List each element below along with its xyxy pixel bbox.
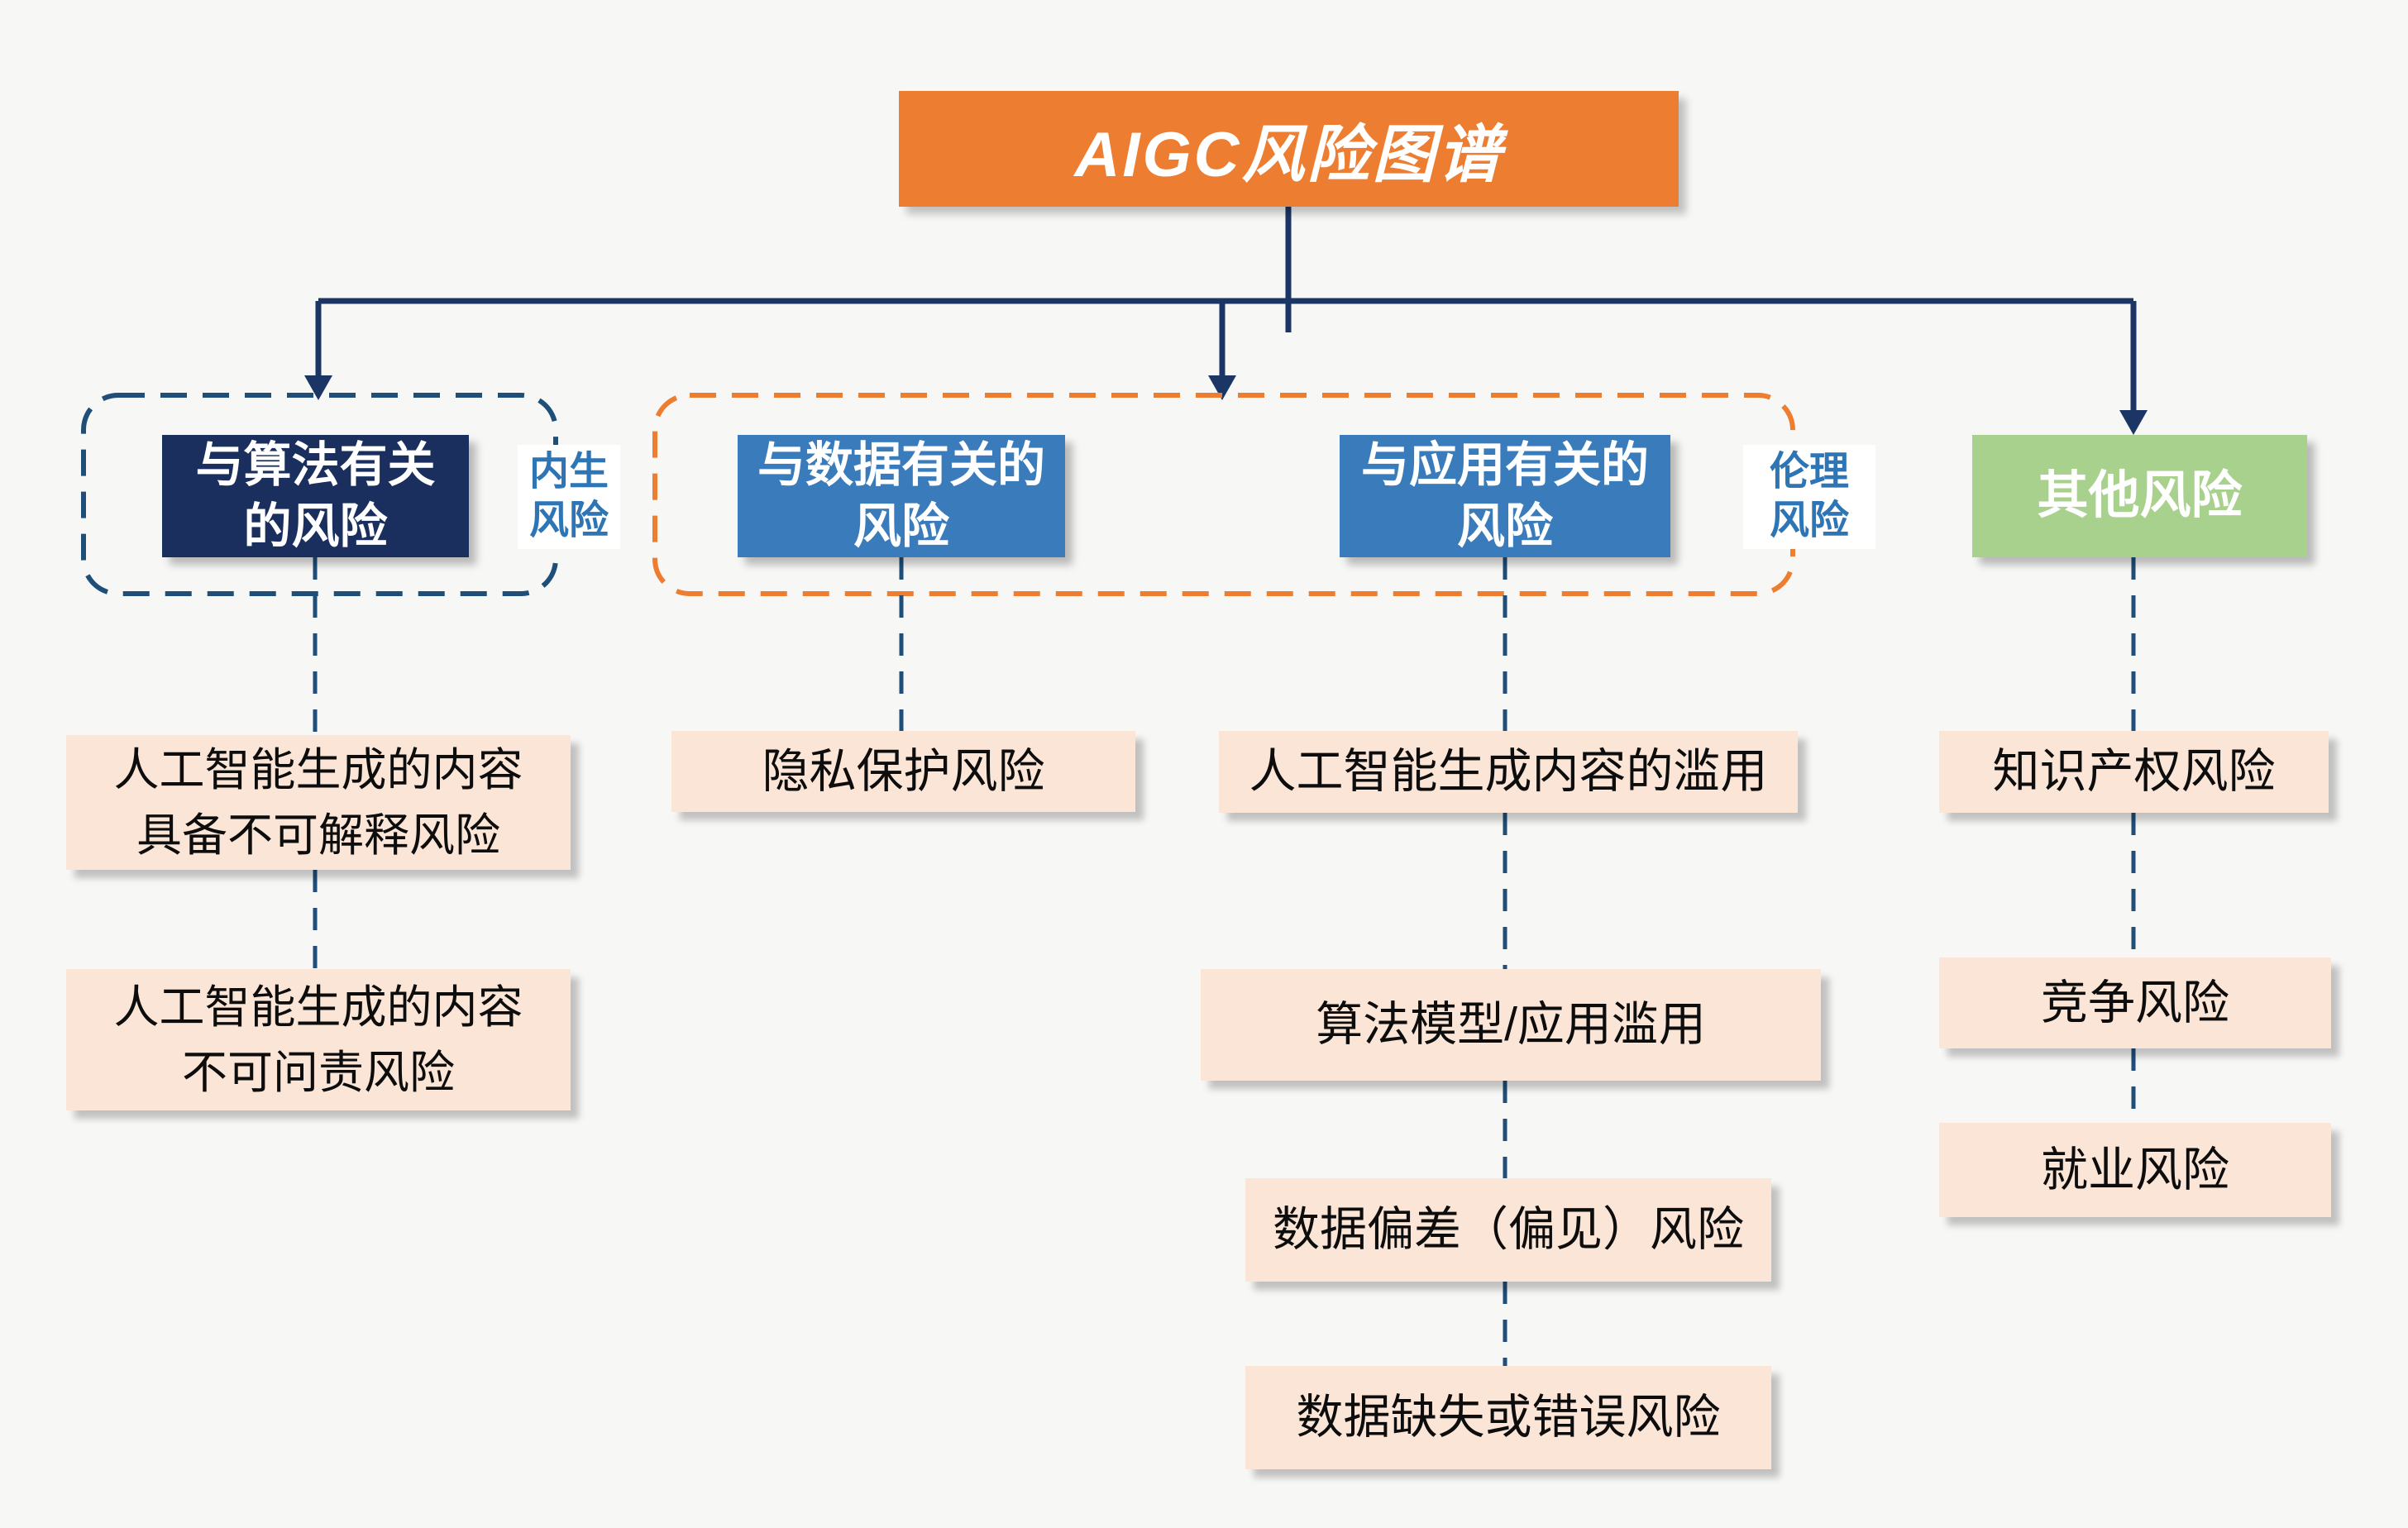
risk-data-bias: 数据偏差（偏见）风险: [1245, 1178, 1771, 1282]
category-data-line2: 风险: [853, 499, 949, 553]
label-endogenous-line2: 风险: [528, 499, 609, 542]
risk-employment: 就业风险: [1939, 1123, 2331, 1217]
category-data-risk: 与数据有关的 风险: [738, 435, 1065, 557]
risk-unexplainable: 人工智能生成的内容 具备不可解释风险: [66, 735, 571, 870]
risk-model-abuse: 算法模型/应用滥用: [1201, 969, 1821, 1081]
label-ethics-risk: 伦理 风险: [1743, 445, 1875, 549]
risk-ip-text: 知识产权风险: [1992, 745, 2276, 799]
risk-data-missing: 数据缺失或错误风险: [1245, 1366, 1771, 1469]
category-application-line2: 风险: [1456, 499, 1553, 553]
arrowhead-algorithm: [304, 375, 332, 400]
arrowhead-center: [1208, 375, 1236, 400]
arrowheads: [304, 375, 2148, 435]
risk-unexplainable-line2: 具备不可解释风险: [136, 809, 500, 861]
label-endogenous-line1: 内生: [528, 450, 609, 494]
category-other-risk: 其他风险: [1972, 435, 2307, 557]
label-ethics-line2: 风险: [1769, 499, 1849, 542]
label-endogenous-risk: 内生 风险: [518, 445, 620, 549]
title-text: AIGC风险图谱: [1074, 120, 1503, 190]
risk-privacy-text: 隐私保护风险: [762, 744, 1045, 798]
risk-unaccountable: 人工智能生成的内容 不可问责风险: [66, 969, 571, 1110]
category-data-line1: 与数据有关的: [757, 437, 1045, 492]
risk-content-abuse: 人工智能生成内容的滥用: [1219, 731, 1798, 813]
solid-connectors: [315, 207, 2137, 412]
risk-ip: 知识产权风险: [1939, 731, 2329, 813]
category-application-line1: 与应用有关的: [1360, 437, 1649, 492]
risk-competition: 竞争风险: [1939, 957, 2331, 1048]
risk-competition-text: 竞争风险: [2041, 976, 2229, 1029]
risk-unaccountable-line2: 不可问责风险: [181, 1046, 455, 1098]
category-algorithm-risk: 与算法有关 的风险: [162, 435, 469, 557]
risk-content-abuse-text: 人工智能生成内容的滥用: [1249, 745, 1768, 799]
risk-data-bias-text: 数据偏差（偏见）风险: [1273, 1203, 1744, 1257]
category-algorithm-line2: 的风险: [243, 499, 388, 553]
risk-unaccountable-line1: 人工智能生成的内容: [113, 981, 523, 1034]
label-ethics-line1: 伦理: [1769, 450, 1849, 494]
risk-employment-text: 就业风险: [2041, 1143, 2229, 1196]
dashed-connectors: [313, 557, 2136, 1366]
risk-model-abuse-text: 算法模型/应用滥用: [1316, 998, 1706, 1052]
title-box: AIGC风险图谱: [899, 91, 1679, 207]
risk-data-missing-text: 数据缺失或错误风险: [1296, 1391, 1721, 1444]
risk-privacy: 隐私保护风险: [671, 731, 1135, 812]
category-algorithm-line1: 与算法有关: [195, 437, 436, 492]
category-application-risk: 与应用有关的 风险: [1340, 435, 1670, 557]
arrowhead-other: [2119, 410, 2148, 435]
category-other-line1: 其他风险: [2037, 467, 2243, 525]
risk-unexplainable-line1: 人工智能生成的内容: [113, 744, 523, 796]
